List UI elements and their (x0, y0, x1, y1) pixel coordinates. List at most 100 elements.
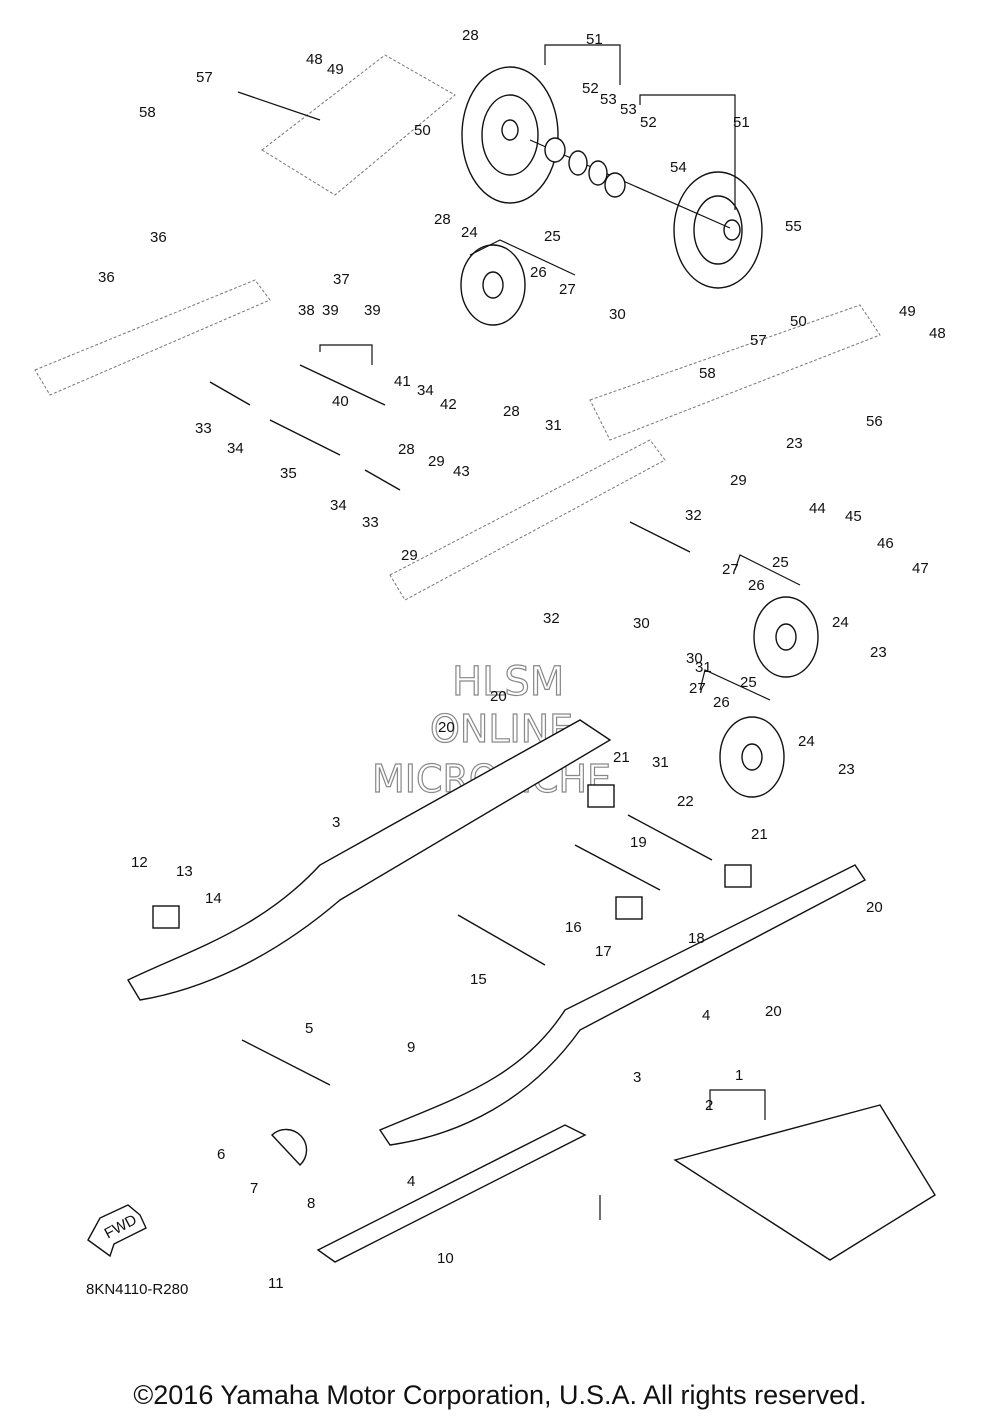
callout-labels: 1 2 3 3 4 4 5 6 7 8 9 10 11 12 13 14 15 … (98, 27, 946, 1292)
callout-20b: 20 (438, 719, 455, 736)
callout-42: 42 (440, 396, 457, 413)
callout-25b: 25 (772, 554, 789, 571)
callout-22: 22 (677, 793, 694, 810)
callout-32a: 32 (685, 507, 702, 524)
callout-14: 14 (205, 890, 222, 907)
block-21b (724, 864, 752, 888)
callout-4a: 4 (702, 1007, 710, 1024)
idler-wheel-mid (753, 596, 819, 678)
callout-28c: 28 (503, 403, 520, 420)
callout-24a: 24 (461, 224, 478, 241)
callout-43: 43 (453, 463, 470, 480)
callout-11: 11 (268, 1275, 284, 1292)
seal-53a (568, 150, 588, 176)
main-rail-left (127, 719, 612, 1001)
callout-23b: 23 (870, 644, 887, 661)
bearing-52a (544, 137, 566, 163)
callout-1: 1 (735, 1067, 743, 1084)
arm-40 (299, 364, 386, 406)
callout-29c: 29 (401, 547, 418, 564)
callout-13: 13 (176, 863, 193, 880)
callout-16: 16 (565, 919, 582, 936)
callout-58a: 58 (139, 104, 156, 121)
main-rail-right (378, 864, 867, 1146)
callout-50a: 50 (414, 122, 431, 139)
diagram-reference-code: 8KN4110-R280 (86, 1281, 189, 1298)
callout-36b: 36 (98, 269, 115, 286)
callout-3b: 3 (633, 1069, 641, 1086)
shaft-35 (269, 419, 341, 456)
callout-2: 2 (705, 1097, 713, 1114)
callout-49a: 49 (327, 61, 344, 78)
block-17 (615, 896, 643, 920)
callout-27b: 27 (722, 561, 739, 578)
callout-8: 8 (307, 1195, 315, 1212)
copyright-notice: ©2016 Yamaha Motor Corporation, U.S.A. A… (133, 1380, 867, 1410)
callout-51a: 51 (586, 31, 603, 48)
callout-35: 35 (280, 465, 297, 482)
callout-10: 10 (437, 1250, 454, 1267)
callout-9: 9 (407, 1039, 415, 1056)
callout-7: 7 (250, 1180, 258, 1197)
callout-55: 55 (785, 218, 802, 235)
leader-lines (237, 44, 801, 1220)
callout-34c: 34 (330, 497, 347, 514)
watermark-line-1: HLSM (452, 659, 564, 705)
callout-50b: 50 (790, 313, 807, 330)
watermark: HLSM ONLINE MICROFICHE (371, 658, 611, 801)
callout-24c: 24 (798, 733, 815, 750)
callout-30c: 30 (686, 650, 703, 667)
callout-24b: 24 (832, 614, 849, 631)
callout-44: 44 (809, 500, 826, 517)
callout-36a: 36 (150, 229, 167, 246)
callout-53a: 53 (600, 91, 617, 108)
bearing-52b (604, 172, 626, 198)
callout-29b: 29 (730, 472, 747, 489)
shaft-22 (627, 814, 713, 861)
stopper-7 (271, 1128, 308, 1166)
callout-4b: 4 (407, 1173, 415, 1190)
callout-26c: 26 (713, 694, 730, 711)
idler-wheel-low (719, 716, 785, 798)
callout-12: 12 (131, 854, 148, 871)
callout-49b: 49 (899, 303, 916, 320)
callout-47: 47 (912, 560, 929, 577)
callout-26b: 26 (748, 577, 765, 594)
shaft-5 (241, 1039, 331, 1086)
callout-37: 37 (333, 271, 350, 288)
bolt-32 (629, 521, 691, 553)
callout-31a: 31 (545, 417, 562, 434)
block-13 (152, 905, 180, 929)
callout-25c: 25 (740, 674, 757, 691)
middle-rail-ghost (34, 279, 666, 601)
callout-46: 46 (877, 535, 894, 552)
callout-34b: 34 (417, 382, 434, 399)
callout-40: 40 (332, 393, 349, 410)
callout-30b: 30 (633, 615, 650, 632)
callout-17: 17 (595, 943, 612, 960)
cross-shaft-19 (574, 844, 661, 891)
callout-27a: 27 (559, 281, 576, 298)
callout-41: 41 (394, 373, 411, 390)
callout-28b: 28 (434, 211, 451, 228)
callout-3a: 3 (332, 814, 340, 831)
callout-52a: 52 (582, 80, 599, 97)
block-21a (587, 784, 615, 808)
callout-28a: 28 (462, 27, 479, 44)
callout-30a: 30 (609, 306, 626, 323)
idler-wheel-upper (460, 244, 526, 326)
callout-31b: 31 (695, 659, 712, 676)
callout-25a: 25 (544, 228, 561, 245)
callout-57b: 57 (750, 332, 767, 349)
callout-33a: 33 (195, 420, 212, 437)
callout-29a: 29 (428, 453, 445, 470)
callout-20a: 20 (490, 688, 507, 705)
callout-48b: 48 (929, 325, 946, 342)
spacer-33a (209, 381, 251, 406)
callout-21a: 21 (613, 749, 630, 766)
callout-6: 6 (217, 1146, 225, 1163)
callout-28d: 28 (398, 441, 415, 458)
callout-56: 56 (866, 413, 883, 430)
